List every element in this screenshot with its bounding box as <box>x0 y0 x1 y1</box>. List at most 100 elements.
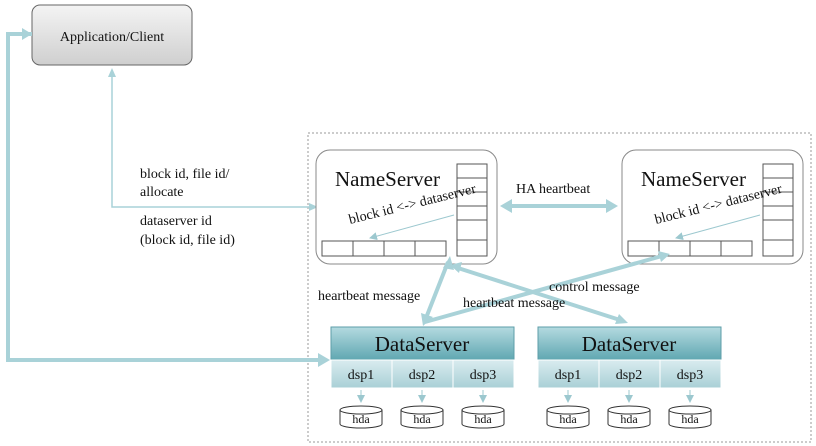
dataserver-1[interactable]: DataServer dsp1 dsp2 dsp3 <box>330 326 515 389</box>
disk-body <box>400 409 444 429</box>
mapping-arrow <box>675 214 761 241</box>
dsp-cell <box>537 359 600 389</box>
heartbeat-message-middle: heartbeat message <box>463 296 565 311</box>
disk-cylinder: hda <box>461 405 505 429</box>
disk-top <box>400 405 444 415</box>
disk-body <box>668 409 712 429</box>
ha-arrow-right <box>606 199 618 213</box>
disk-top <box>339 405 383 415</box>
dataserver-header <box>537 326 722 361</box>
row-cell <box>627 240 660 257</box>
disk-top <box>461 405 505 415</box>
mapping-arrow <box>369 214 455 241</box>
nameserver-title: NameServer <box>335 167 440 191</box>
dataserver-2[interactable]: DataServer dsp1 dsp2 dsp3 <box>537 326 722 389</box>
dsp-label: dsp1 <box>348 368 374 383</box>
block-cell <box>456 219 488 241</box>
row-cell <box>720 240 753 257</box>
row-cell <box>321 240 354 257</box>
disk-label: hda <box>559 412 577 426</box>
row-cell <box>383 240 416 257</box>
ha-arrow-left <box>500 199 512 213</box>
client-dataserver-connector <box>6 28 330 367</box>
dataserver-header <box>330 326 515 361</box>
block-cell <box>762 163 794 179</box>
dataserver-row <box>321 240 447 257</box>
control-ns2-ds1 <box>424 254 663 324</box>
ha-heartbeat-connector <box>500 199 618 213</box>
disk-cylinder: hda <box>400 405 444 429</box>
row-cell <box>689 240 722 257</box>
dsp-cell <box>659 359 722 389</box>
disk-body <box>546 409 590 429</box>
dsp-label: dsp3 <box>677 368 703 383</box>
application-client-node[interactable]: Application/Client <box>31 4 193 66</box>
disk-top <box>607 405 651 415</box>
nameserver-right-arrow-head <box>309 203 318 211</box>
block-cell <box>456 205 488 221</box>
disk-label: hda <box>474 412 492 426</box>
dsp-disk-arrows <box>357 390 694 403</box>
dataserver-title: DataServer <box>375 332 469 356</box>
disk-group: hda hda hda hda hda hda <box>339 405 712 429</box>
disk-cylinder: hda <box>607 405 651 429</box>
arrow-head-ns2 <box>658 251 670 262</box>
cluster-boundary <box>307 132 812 443</box>
heartbeat-ds2-ns1 <box>457 266 621 322</box>
block-cell <box>456 239 488 257</box>
ha-heartbeat-label: HA heartbeat <box>516 182 590 197</box>
dsp-label: dsp1 <box>555 368 581 383</box>
dsp-cell <box>452 359 515 389</box>
disk-cylinder: hda <box>546 405 590 429</box>
disk-body <box>339 409 383 429</box>
nameserver-title: NameServer <box>641 167 746 191</box>
client-label: Application/Client <box>60 30 164 45</box>
request-label-line2: allocate <box>140 185 184 200</box>
dsp-label: dsp2 <box>409 368 435 383</box>
response-label-line2: (block id, file id) <box>140 233 235 248</box>
heartbeat-links <box>424 254 663 324</box>
disk-top <box>668 405 712 415</box>
block-cell <box>762 239 794 257</box>
client-dataserver-line <box>6 32 322 362</box>
dataserver-arrow-head <box>318 353 330 367</box>
block-cell <box>762 219 794 241</box>
nameserver-box <box>621 149 804 265</box>
arrow-head-ds1-bottom <box>421 313 433 326</box>
control-message-label: control message <box>549 280 640 295</box>
dsp-label: dsp3 <box>470 368 496 383</box>
disk-cylinder: hda <box>668 405 712 429</box>
block-stack <box>762 163 794 257</box>
disk-top <box>546 405 590 415</box>
dataserver-row <box>627 240 753 257</box>
dsp-cell <box>598 359 661 389</box>
client-nameserver-line <box>111 72 312 208</box>
row-cell <box>352 240 385 257</box>
arrow-head-ds2 <box>615 314 628 324</box>
nameserver-box <box>315 149 498 265</box>
nameserver-primary[interactable]: NameServer block id <-> dataserver <box>315 149 498 265</box>
client-up-arrow-head <box>108 68 116 77</box>
arrow-head-ns1-top <box>443 256 454 270</box>
block-cell <box>456 163 488 179</box>
dsp-cell <box>330 359 393 389</box>
arrow-head-ns1-from-ds2 <box>450 262 462 273</box>
heartbeat-ds1-ns1 <box>424 261 450 319</box>
heartbeat-arrow-heads <box>421 251 670 326</box>
disk-label: hda <box>352 412 370 426</box>
block-stack <box>456 163 488 257</box>
disk-label: hda <box>681 412 699 426</box>
client-nameserver-connector <box>108 68 318 211</box>
block-cell <box>762 205 794 221</box>
nameserver-standby[interactable]: NameServer block id <-> dataserver <box>621 149 804 265</box>
row-cell <box>414 240 447 257</box>
disk-body <box>607 409 651 429</box>
disk-body <box>461 409 505 429</box>
request-label-line1: block id, file id/ <box>140 167 230 182</box>
heartbeat-message-left: heartbeat message <box>318 289 420 304</box>
dsp-label: dsp2 <box>616 368 642 383</box>
dataserver-title: DataServer <box>582 332 676 356</box>
client-arrow-head <box>22 28 32 40</box>
response-label-line1: dataserver id <box>140 214 212 229</box>
